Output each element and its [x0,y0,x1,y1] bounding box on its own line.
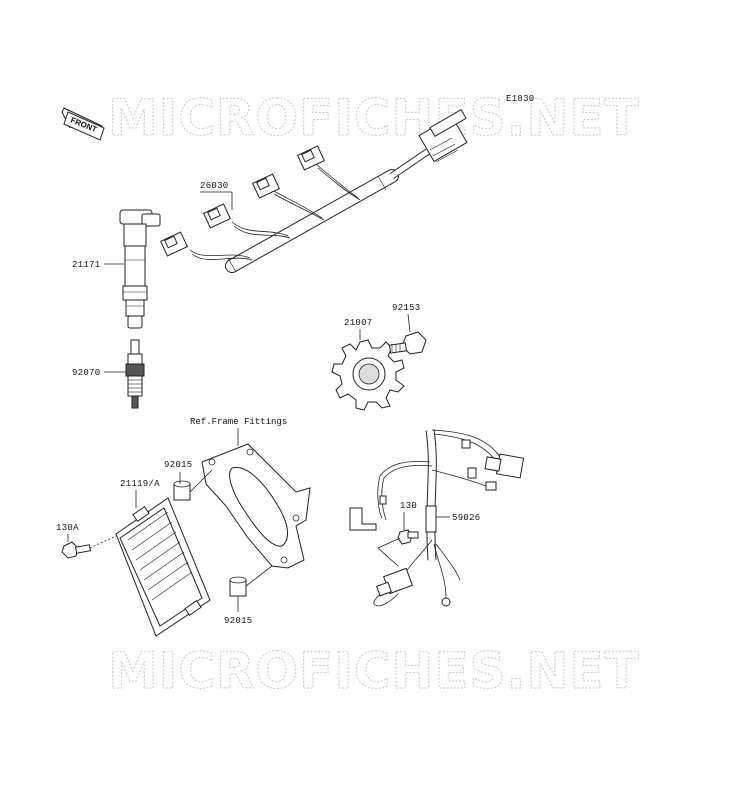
part-label-92015-bottom: 92015 [224,616,253,626]
crank-sensor [376,567,413,597]
part-label-130: 130 [400,501,417,511]
pickup-rotor [331,339,405,411]
part-label-21171: 21171 [72,260,101,270]
ignition-harness [159,108,468,273]
part-label-130a: 130A [56,523,79,533]
spacer-top [173,480,191,501]
coil-connector-4 [296,145,326,171]
rotor-bolt [388,331,427,355]
ref-frame-fittings-label: Ref.Frame Fittings [190,417,287,427]
front-arrow-icon: FRONT [61,107,105,141]
frame-bracket [201,443,311,569]
part-label-21119a: 21119/A [120,479,160,489]
diagram-code: E1830 [506,94,535,104]
harness-connector [418,108,468,163]
sensor-harness [349,429,525,607]
ecu-bolt [61,541,91,559]
part-label-59026: 59026 [452,513,481,523]
spark-plug [125,339,145,409]
coil-connector-1 [159,231,189,257]
coil-connector-3 [251,173,281,199]
watermark-top: MICROFICHES.NET [108,89,640,147]
part-label-92070: 92070 [72,368,101,378]
part-label-92153: 92153 [392,303,421,313]
harness-connector-right [484,453,525,479]
ecu-unit [115,497,211,637]
coil-connector-2 [202,203,232,229]
sensor-bolt [397,529,419,545]
part-label-21007: 21007 [344,318,373,328]
watermark-bottom: MICROFICHES.NET [108,642,640,700]
spacer-bottom [229,576,247,597]
part-label-92015-top: 92015 [164,460,193,470]
ignition-coil [119,209,161,329]
part-label-26030: 26030 [200,181,229,191]
